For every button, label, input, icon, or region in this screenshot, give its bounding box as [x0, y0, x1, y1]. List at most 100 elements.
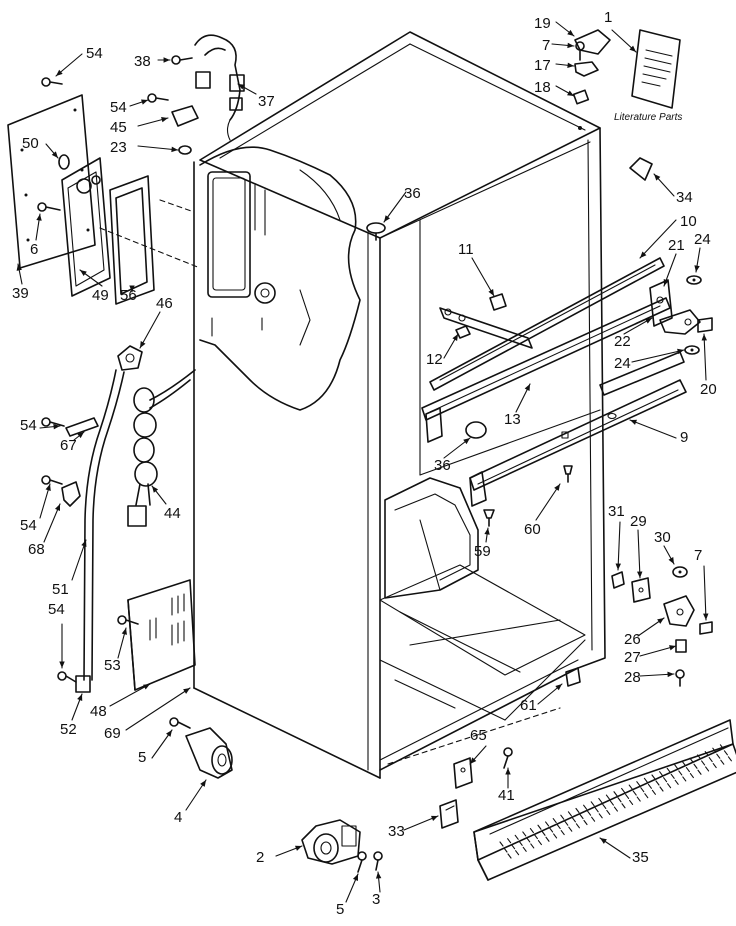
leader-arrowhead — [238, 84, 245, 90]
leader-line — [703, 333, 707, 381]
screw-38 — [171, 55, 193, 65]
callout-17: 17 — [534, 57, 551, 74]
callout-7: 7 — [694, 547, 702, 564]
leader-arrowhead — [463, 438, 470, 445]
grille-slot — [575, 807, 580, 814]
grille-slot — [674, 764, 679, 770]
callout-6: 6 — [30, 241, 38, 258]
callout-36: 36 — [434, 457, 451, 474]
leader-arrowhead — [375, 872, 382, 879]
leader-arrowhead — [629, 45, 636, 52]
grille-slot — [515, 850, 520, 856]
grille-slot — [591, 816, 596, 822]
toe-grille-35 — [473, 719, 736, 881]
grille-slot — [549, 827, 554, 833]
leader-arrowhead — [56, 69, 63, 76]
grille-slot — [514, 834, 519, 840]
screw-28 — [675, 669, 685, 687]
callout-68: 68 — [28, 541, 45, 558]
leader-arrowhead — [54, 504, 61, 511]
shim-31 — [611, 571, 625, 589]
clamp-52 — [75, 675, 91, 693]
screw-41 — [503, 747, 513, 769]
callout-45: 45 — [110, 119, 127, 136]
drain-tube-51 — [83, 369, 125, 681]
grille-slot — [503, 847, 508, 853]
grille-slot — [518, 840, 523, 846]
callout-28: 28 — [624, 669, 641, 686]
callout-3: 3 — [372, 891, 380, 908]
callout-54: 54 — [20, 517, 37, 534]
bracket-69 — [127, 599, 136, 691]
shim-18 — [572, 89, 590, 105]
leader-arrowhead — [295, 845, 302, 851]
leader-arrowhead — [667, 671, 674, 678]
leader-arrowhead — [554, 484, 560, 491]
grille-slot — [530, 843, 535, 849]
grille-slot — [644, 793, 649, 799]
grille-alignment — [387, 707, 561, 765]
screw-5-roller — [169, 717, 191, 729]
clip-61 — [565, 667, 581, 687]
leader-arrowhead — [669, 645, 676, 651]
grille-slot — [659, 771, 664, 777]
bracket-33 — [439, 799, 459, 829]
leader-arrowhead — [81, 540, 87, 547]
grille-slot — [701, 760, 706, 766]
leader-arrowhead — [163, 57, 170, 63]
gasket-50 — [58, 154, 70, 170]
leader-line — [471, 257, 495, 297]
frame-56 — [109, 175, 155, 305]
callout-27: 27 — [624, 649, 641, 666]
grille-slot — [613, 791, 618, 797]
grille-slot — [567, 811, 572, 817]
pin-27 — [675, 639, 687, 653]
leader-arrowhead — [45, 484, 51, 491]
leader-arrowhead — [470, 757, 477, 764]
hinge-hole — [578, 126, 582, 130]
leader-arrowhead — [600, 838, 607, 844]
grille-slot — [716, 753, 721, 759]
clamp-68 — [61, 481, 81, 507]
callout-18: 18 — [534, 79, 551, 96]
callout-52: 52 — [60, 721, 77, 738]
leader-line — [125, 687, 191, 731]
grille-slot — [719, 744, 724, 750]
leader-arrowhead — [505, 768, 511, 775]
leader-arrowhead — [452, 334, 458, 341]
grille-slot — [727, 756, 732, 762]
bolt-20 — [697, 317, 713, 333]
grille-slot — [537, 840, 542, 846]
leader-arrowhead — [640, 251, 647, 258]
power-cord-44 — [127, 369, 196, 527]
callout-2: 2 — [256, 849, 264, 866]
grille-slot — [605, 794, 610, 800]
grille-slot — [583, 819, 588, 826]
leader-arrowhead — [567, 90, 574, 96]
grille-slot — [541, 830, 546, 836]
grille-slot — [564, 820, 569, 826]
callout-67: 67 — [60, 437, 77, 454]
callout-5: 5 — [336, 901, 344, 918]
alignment-line — [99, 227, 201, 269]
leader-arrowhead — [567, 62, 574, 68]
callout-46: 46 — [156, 295, 173, 312]
screw-60 — [563, 465, 573, 483]
callout-23: 23 — [110, 139, 127, 156]
leader-arrowhead — [352, 874, 358, 881]
leader-arrowhead — [121, 628, 127, 635]
callout-65: 65 — [470, 727, 487, 744]
leader-arrowhead — [701, 334, 708, 341]
callout-24: 24 — [614, 355, 631, 372]
leader-line — [703, 565, 707, 621]
grille-slot — [659, 786, 664, 792]
callout-19: 19 — [534, 15, 551, 32]
leader-arrowhead — [384, 215, 391, 222]
screw-6 — [37, 202, 61, 212]
grille-slot — [568, 826, 573, 832]
grille-slot — [606, 809, 611, 816]
leader-arrowhead — [668, 557, 674, 564]
hinge-22 — [659, 309, 701, 335]
grille-slot — [674, 779, 679, 785]
screw-53 — [117, 615, 139, 625]
